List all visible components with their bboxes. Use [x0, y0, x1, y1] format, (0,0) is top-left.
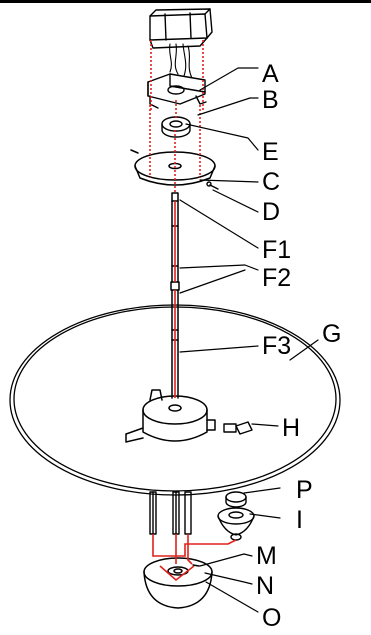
wiring-red	[149, 40, 237, 582]
label-f1: F1	[262, 236, 291, 264]
label-p: P	[296, 476, 313, 504]
downrod-upper	[170, 192, 180, 291]
label-b: B	[262, 86, 279, 114]
leader-lines	[179, 67, 319, 613]
label-c: C	[262, 168, 280, 196]
nut-e	[161, 116, 191, 138]
label-f2: F2	[262, 264, 291, 292]
label-g: G	[322, 320, 341, 348]
canopy-housing	[149, 8, 213, 49]
label-e: E	[262, 138, 279, 166]
label-h: H	[282, 414, 300, 442]
center-hub	[125, 389, 216, 443]
label-m: M	[256, 542, 277, 570]
cup-i	[217, 507, 255, 541]
label-d: D	[262, 198, 280, 226]
label-n: N	[256, 572, 274, 600]
bottom-rods	[149, 491, 192, 535]
mounting-bracket	[147, 73, 207, 109]
cord-h	[223, 421, 253, 435]
screw-m	[192, 564, 200, 567]
cap-p	[225, 491, 247, 508]
part-labels: A B E C D F1 F2 G F3 H P I M N O	[256, 60, 341, 632]
label-a: A	[262, 60, 279, 88]
label-o: O	[262, 604, 281, 632]
label-f3: F3	[262, 332, 291, 360]
canopy-wires	[169, 43, 193, 79]
label-i: I	[296, 506, 303, 534]
screw-d	[206, 181, 219, 190]
